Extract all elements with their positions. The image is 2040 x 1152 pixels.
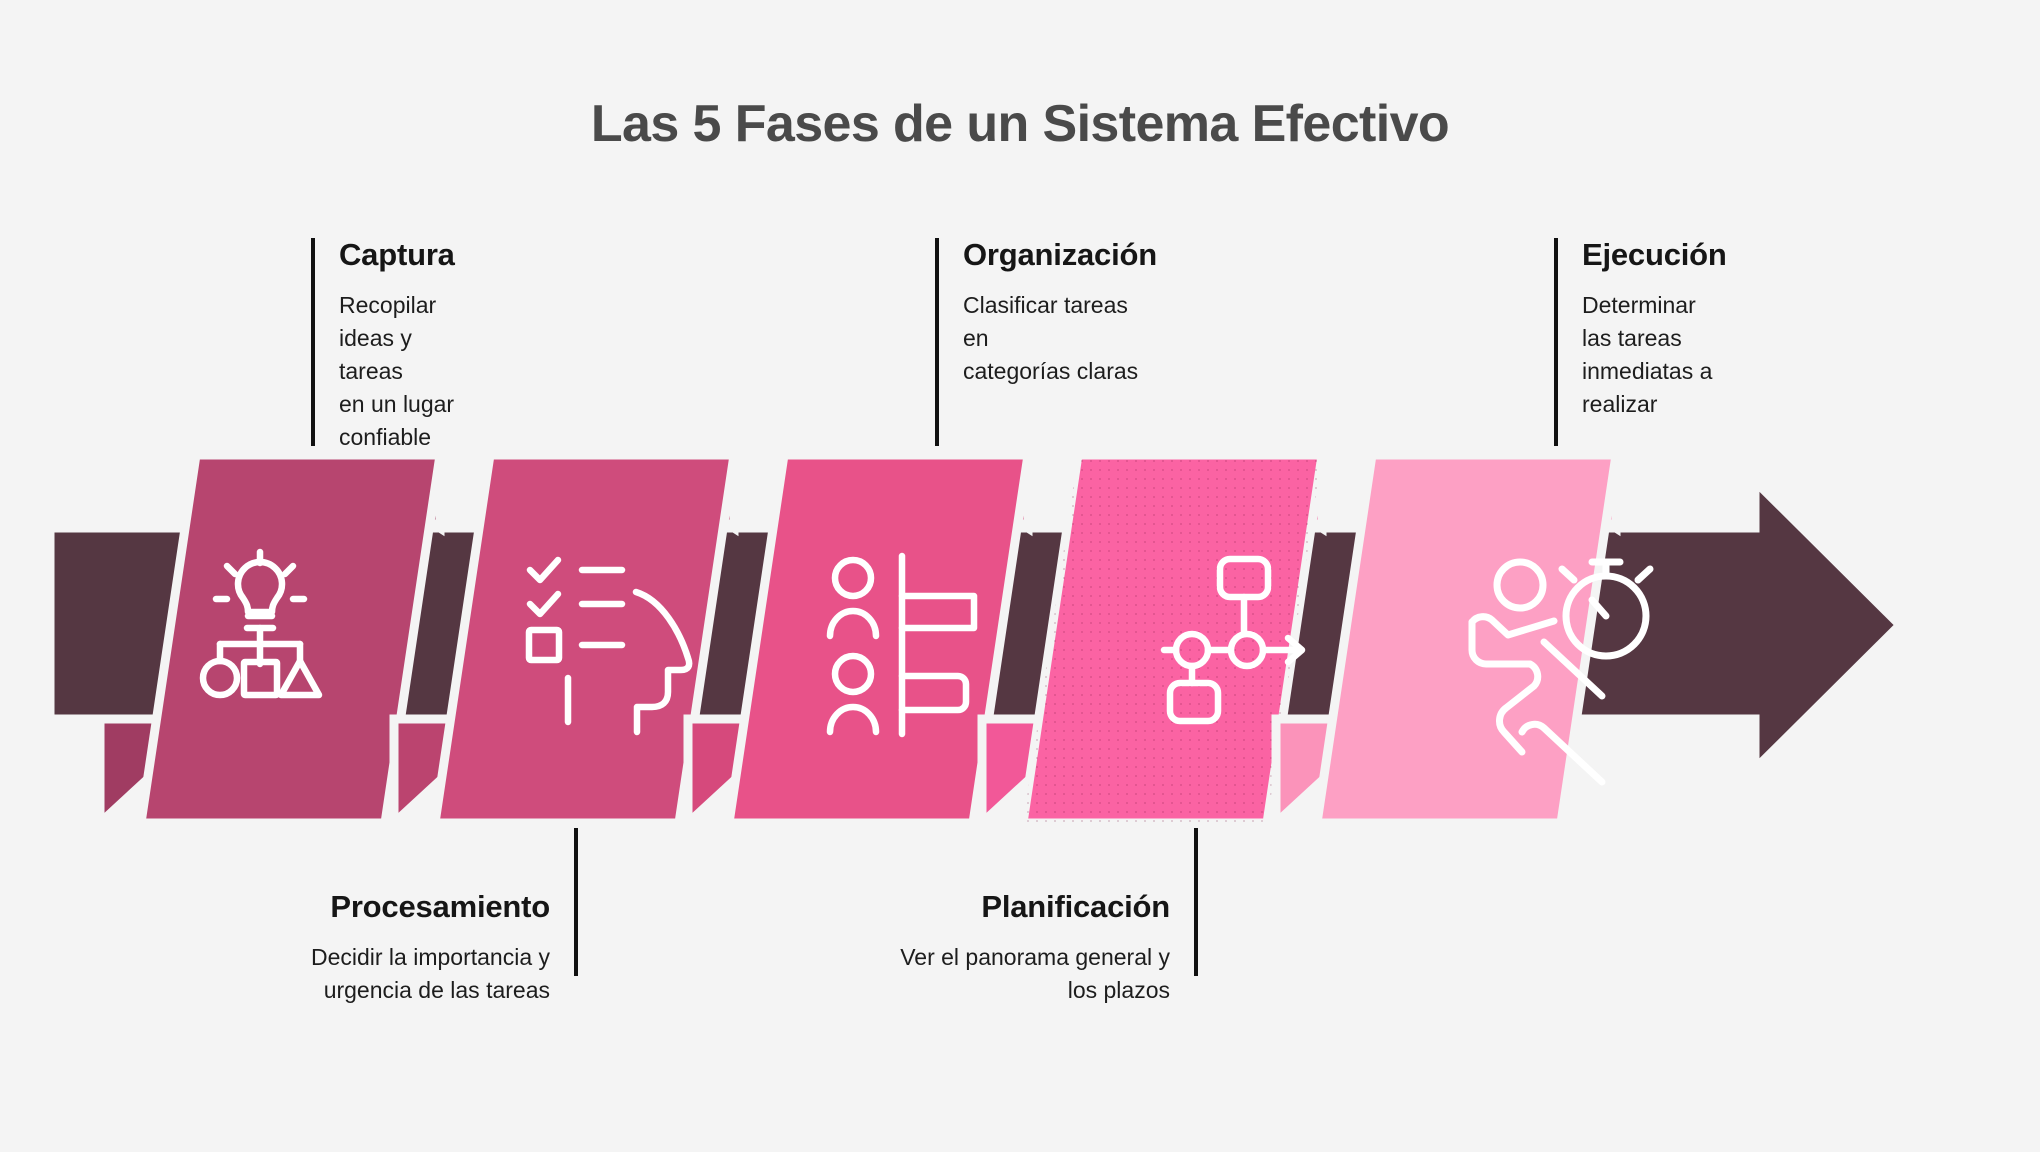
phase-title-captura: Captura [339, 237, 455, 272]
phase-5-body [1311, 450, 1622, 828]
people-bars-icon [826, 552, 978, 738]
phase-ribbon-1[interactable] [95, 450, 446, 834]
phase-ribbon-4[interactable] [977, 450, 1328, 834]
phase-desc-organizacion: Clasificar tareas en categorías claras [963, 292, 1139, 384]
phase-ribbon-5[interactable] [1271, 450, 1654, 834]
phase-1-body [135, 450, 446, 828]
phase-title-ejecucion: Ejecución [1582, 237, 1727, 272]
phase-desc-captura: Recopilar ideas y tareas en un lugar con… [339, 292, 455, 450]
phase-desc-ejecucion: Determinar las tareas inmediatas a reali… [1582, 292, 1713, 417]
phase-title-procesamiento: Procesamiento [330, 889, 550, 924]
callout-rule-ejecucion [1554, 238, 1558, 446]
phase-3-body [723, 450, 1034, 828]
phase-desc-procesamiento: Decidir la importancia y urgencia de las… [310, 944, 550, 1003]
phase-ribbon-3[interactable] [683, 450, 1034, 834]
callout-rule-organizacion [935, 238, 939, 446]
callout-rule-procesamiento [574, 828, 578, 976]
lightbulb-hierarchy-icon [199, 548, 323, 699]
page-title: Las 5 Fases de un Sistema Efectivo [590, 95, 1450, 153]
workflow-diagram-icon [1160, 555, 1306, 725]
phase-title-organizacion: Organización [963, 237, 1157, 272]
phase-title-planificacion: Planificación [981, 889, 1170, 924]
callout-rule-planificacion [1194, 828, 1198, 976]
phase-desc-planificacion: Ver el panorama general y los plazos [900, 944, 1170, 1003]
phase-ribbon-2[interactable] [389, 450, 740, 834]
phase-4-texture [1023, 455, 1322, 823]
callout-rule-captura [311, 238, 315, 446]
runner-stopwatch-icon [1468, 558, 1654, 786]
phase-2-body [429, 450, 740, 828]
checklist-head-icon [525, 556, 693, 736]
